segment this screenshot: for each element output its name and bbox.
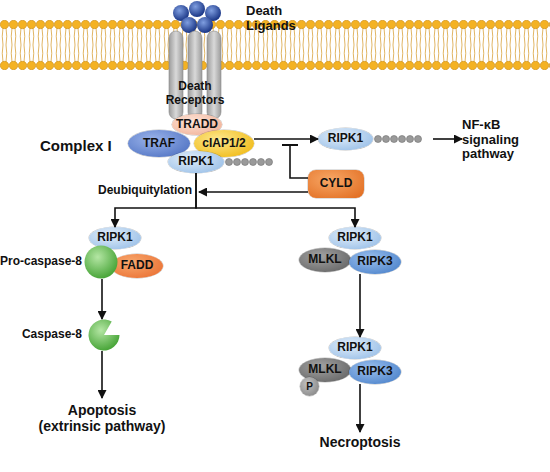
ligand-ball	[181, 17, 197, 33]
node-text: TRAF	[143, 137, 175, 151]
green-circle	[85, 246, 118, 279]
node-text: NF-κB signaling pathway	[462, 118, 542, 163]
pacman-shape	[89, 320, 120, 351]
ubiquitin-dot	[266, 159, 273, 166]
receptor-node: Death Receptors	[163, 30, 227, 120]
ligand-ball	[197, 17, 213, 33]
ubiquitin-dot	[375, 136, 382, 143]
text-label: Deubiquitylation	[88, 184, 192, 198]
ubiquitin-dot	[399, 136, 406, 143]
connector-arrow	[359, 384, 361, 432]
protein-ellipse: RIPK1	[168, 151, 224, 173]
protein-ellipse: RIPK1	[329, 227, 381, 249]
protein-ellipse: MLKL	[299, 248, 351, 272]
connector-arrow	[254, 138, 318, 140]
ubiquitinated-protein: RIPK1	[168, 151, 279, 173]
ligand-ball	[189, 1, 205, 17]
node-text: RIPK1	[178, 155, 213, 169]
node-text: RIPK3	[357, 255, 392, 269]
node-text: CYLD	[320, 177, 353, 191]
protein-ellipse: FADD	[111, 254, 163, 278]
text-label: Complex I	[40, 137, 130, 154]
ubiquitin-dot	[391, 136, 398, 143]
caspase-active: Caspase-8	[20, 319, 120, 351]
node-text: P	[306, 381, 313, 393]
node-text: Apoptosis (extrinsic pathway)	[37, 402, 167, 434]
node-text: RIPK1	[97, 231, 132, 245]
connector-arrow	[196, 173, 355, 227]
node-text: Caspase-8	[20, 328, 82, 342]
ubiquitin-chain	[224, 151, 279, 173]
protein-ellipse: RIPK3	[349, 360, 401, 384]
connector-arrow	[101, 279, 103, 319]
caspase-pacman	[88, 319, 120, 351]
ubiquitin-dot	[258, 159, 265, 166]
outcome-text: NF-κB signaling pathway	[462, 117, 542, 163]
ubiquitin-chain	[373, 128, 433, 150]
text-label: Death Ligands	[246, 4, 306, 34]
node-text: MLKL	[308, 363, 341, 377]
node-text: cIAP1/2	[202, 137, 245, 151]
outcome-text: Apoptosis (extrinsic pathway)	[37, 398, 167, 438]
ubiquitinated-protein: RIPK1	[318, 128, 433, 150]
outcome-text: Necroptosis	[300, 432, 420, 452]
death-ligands	[173, 1, 221, 33]
ubiquitin-dot	[383, 136, 390, 143]
ubiquitin-dot	[242, 159, 249, 166]
node-text: RIPK1	[337, 341, 372, 355]
node-text: Death Receptors	[163, 80, 227, 108]
ubiquitin-dot	[407, 136, 414, 143]
connector-arrow	[433, 138, 462, 140]
connector-arrow	[101, 351, 103, 398]
node-text: TRADD	[176, 118, 218, 132]
caspase-circle: Pro-caspase-8	[0, 245, 118, 279]
protein-ellipse: RIPK1	[329, 337, 381, 359]
protein-ellipse: RIPK1	[89, 227, 141, 249]
node-text: Pro-caspase-8	[0, 255, 82, 269]
ligand-ball	[173, 5, 189, 21]
ubiquitin-dot	[415, 136, 422, 143]
connector-arrow	[359, 274, 361, 337]
inhibition-bar	[282, 144, 298, 146]
ubiquitin-dot	[250, 159, 257, 166]
connector-arrow	[115, 173, 196, 227]
node-text: RIPK1	[337, 231, 372, 245]
node-text: Necroptosis	[300, 434, 420, 450]
node-text: RIPK1	[328, 132, 363, 146]
ligand-ball	[205, 5, 221, 21]
ubiquitin-dot	[226, 159, 233, 166]
node-text: MLKL	[308, 253, 341, 267]
cyld-arrow	[199, 191, 308, 193]
node-text: FADD	[121, 259, 154, 273]
protein-ellipse: RIPK1	[318, 128, 373, 150]
node-text: RIPK3	[357, 365, 392, 379]
phospho-circle: P	[300, 377, 319, 396]
protein-ellipse: RIPK3	[349, 250, 401, 274]
enzyme-box: CYLD	[308, 170, 364, 198]
ubiquitin-dot	[234, 159, 241, 166]
procaspase-circle	[84, 245, 118, 279]
inhibition-line	[290, 145, 308, 178]
